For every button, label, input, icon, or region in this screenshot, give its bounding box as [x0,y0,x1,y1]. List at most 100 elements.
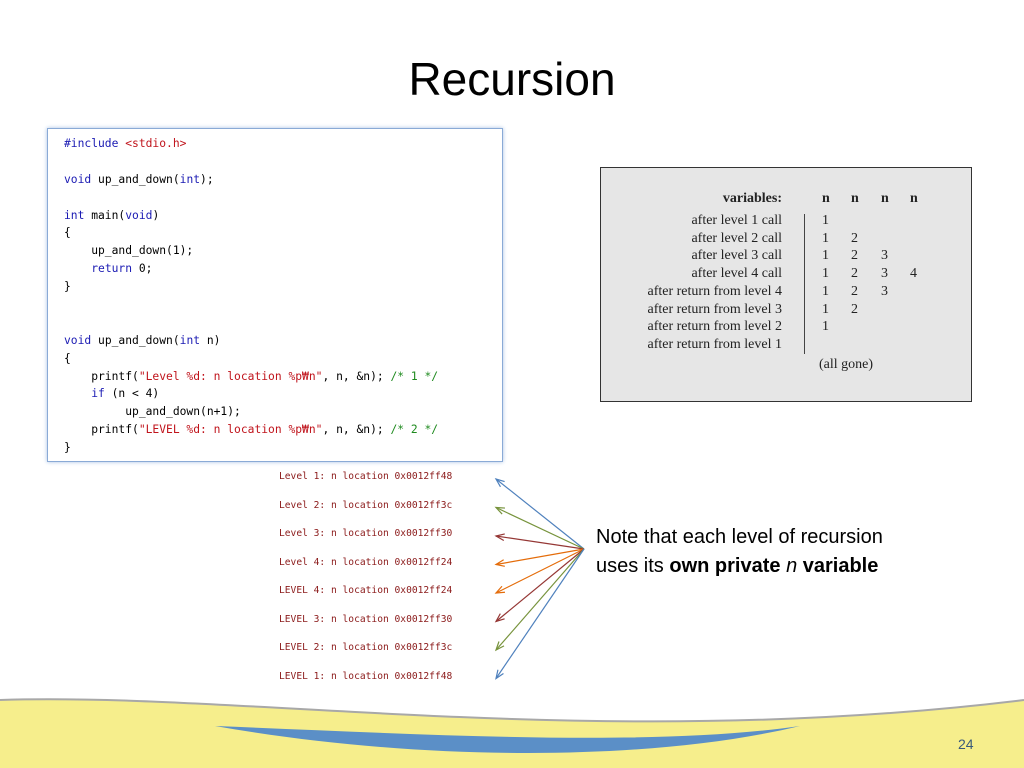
code-line: int main(void) [64,207,502,225]
arrow-line [495,548,585,679]
code-token: void [64,172,92,186]
code-token: "LEVEL %d: n location %p₩n" [138,423,323,437]
code-token: ) [152,208,160,222]
arrow-line [495,548,585,651]
output-line: Level 3: n location 0x0012ff30 [279,528,453,539]
table-row-label: after return from level 3 [647,301,783,317]
arrow-head [495,669,504,680]
table-column-header: n [910,191,918,206]
code-line: { [64,224,502,242]
output-line: LEVEL 3: n location 0x0012ff30 [279,613,453,625]
code-token: int [179,172,201,186]
table-cell-value: 2 [851,266,858,282]
arrow-line [495,548,585,594]
output-line: LEVEL 4: n location 0x0012ff24 [279,585,453,596]
arrow-head [494,477,505,488]
arrow-line [495,548,585,622]
table-cell-value: 2 [851,301,858,317]
table-row-label: after level 2 call [691,230,782,246]
table-cell-value: 1 [822,301,829,317]
code-line: up_and_down(n+1); [64,403,502,421]
code-line: #include <stdio.h> [64,135,502,153]
code-token: int [179,333,201,347]
code-line: if (n < 4) [64,385,502,403]
code-token: up_and_down( [91,333,180,347]
table-row-label: after return from level 2 [647,319,783,335]
table-row-label: after return from level 4 [647,283,783,299]
code-token: main( [84,208,126,222]
code-token: (n < 4) [104,387,160,401]
table-cell-value: 3 [881,266,888,282]
code-token: up_and_down(1); [64,244,194,258]
output-line: Level 1: n location 0x0012ff48 [279,471,453,482]
code-line: void up_and_down(int); [64,171,502,189]
code-token: printf( [64,423,139,437]
slide-title: Recursion [408,53,616,105]
code-token: , n, &n); [322,369,391,383]
code-token: <stdio.h> [125,137,187,150]
page-number: 24 [958,736,974,752]
code-token: return [91,262,133,276]
table-footer: (all gone) [819,357,874,372]
arrow-line [495,548,585,566]
table-cell-value: 1 [822,248,829,264]
code-line: void up_and_down(int n) [64,332,502,350]
table-row-label: after level 1 call [691,213,782,228]
code-token: #include [64,137,126,150]
code-line: printf("LEVEL %d: n location %p₩n", n, &… [64,421,502,439]
code-line: { [64,350,502,368]
arrow-line [495,506,585,550]
code-token: } [64,280,71,294]
note-prefix: uses its [596,555,670,577]
arrow-head [494,641,505,652]
output-line: Level 4: n location 0x0012ff24 [279,556,453,568]
code-token: "Level %d: n location %p₩n" [138,369,323,383]
table-cell-value: 1 [822,283,829,299]
code-token: { [64,351,71,365]
table-divider [804,214,805,354]
wave-blue [215,726,800,753]
code-token: void [64,333,92,347]
code-token: , n, &n); [322,423,391,437]
table-column-header: n [851,191,859,206]
code-token: { [64,226,71,240]
table-cell-value: 1 [822,213,829,228]
arrow-head [494,613,505,623]
arrow-head [494,585,506,594]
table-cell-value: 4 [910,266,917,282]
wave-yellow [0,699,1024,768]
code-listing: #include <stdio.h>void up_and_down(int);… [47,128,503,462]
note-text: Note that each level of recursion uses i… [596,523,976,581]
code-token: if [91,387,105,401]
arrow-head [494,506,506,515]
arrow-line [495,535,585,550]
code-token: n) [200,333,221,347]
table-cell-value: 3 [881,283,888,299]
footer-wave [0,698,1024,768]
code-line: printf("Level %d: n location %p₩n", n, &… [64,368,502,386]
code-token: ); [200,172,214,186]
arrow-head [494,559,505,567]
note-line-1: Note that each level of recursion [596,526,883,548]
code-line: } [64,439,502,457]
table-header-label: variables: [722,191,782,206]
table-column-header: n [822,191,830,206]
table-cell-value: 1 [822,266,829,282]
code-token: int [64,208,85,222]
note-bold-1: own private [669,555,781,577]
code-line: up_and_down(1); [64,242,502,260]
note-bold-2: variable [802,555,879,577]
output-line: LEVEL 2: n location 0x0012ff3c [279,642,453,653]
table-row-label: after level 3 call [691,248,782,264]
code-token: void [125,208,153,222]
variables-table: variables: n n n n after level 1 call 1 after l… [600,167,972,402]
code-token: up_and_down( [91,172,180,186]
table-column-header: n [881,191,889,206]
code-token: } [64,441,71,455]
table-cell-value: 3 [881,248,888,264]
code-line: return 0; [64,260,502,278]
output-line: LEVEL 1: n location 0x0012ff48 [279,670,453,682]
code-token: printf( [64,369,139,383]
note-italic: n [786,555,798,577]
